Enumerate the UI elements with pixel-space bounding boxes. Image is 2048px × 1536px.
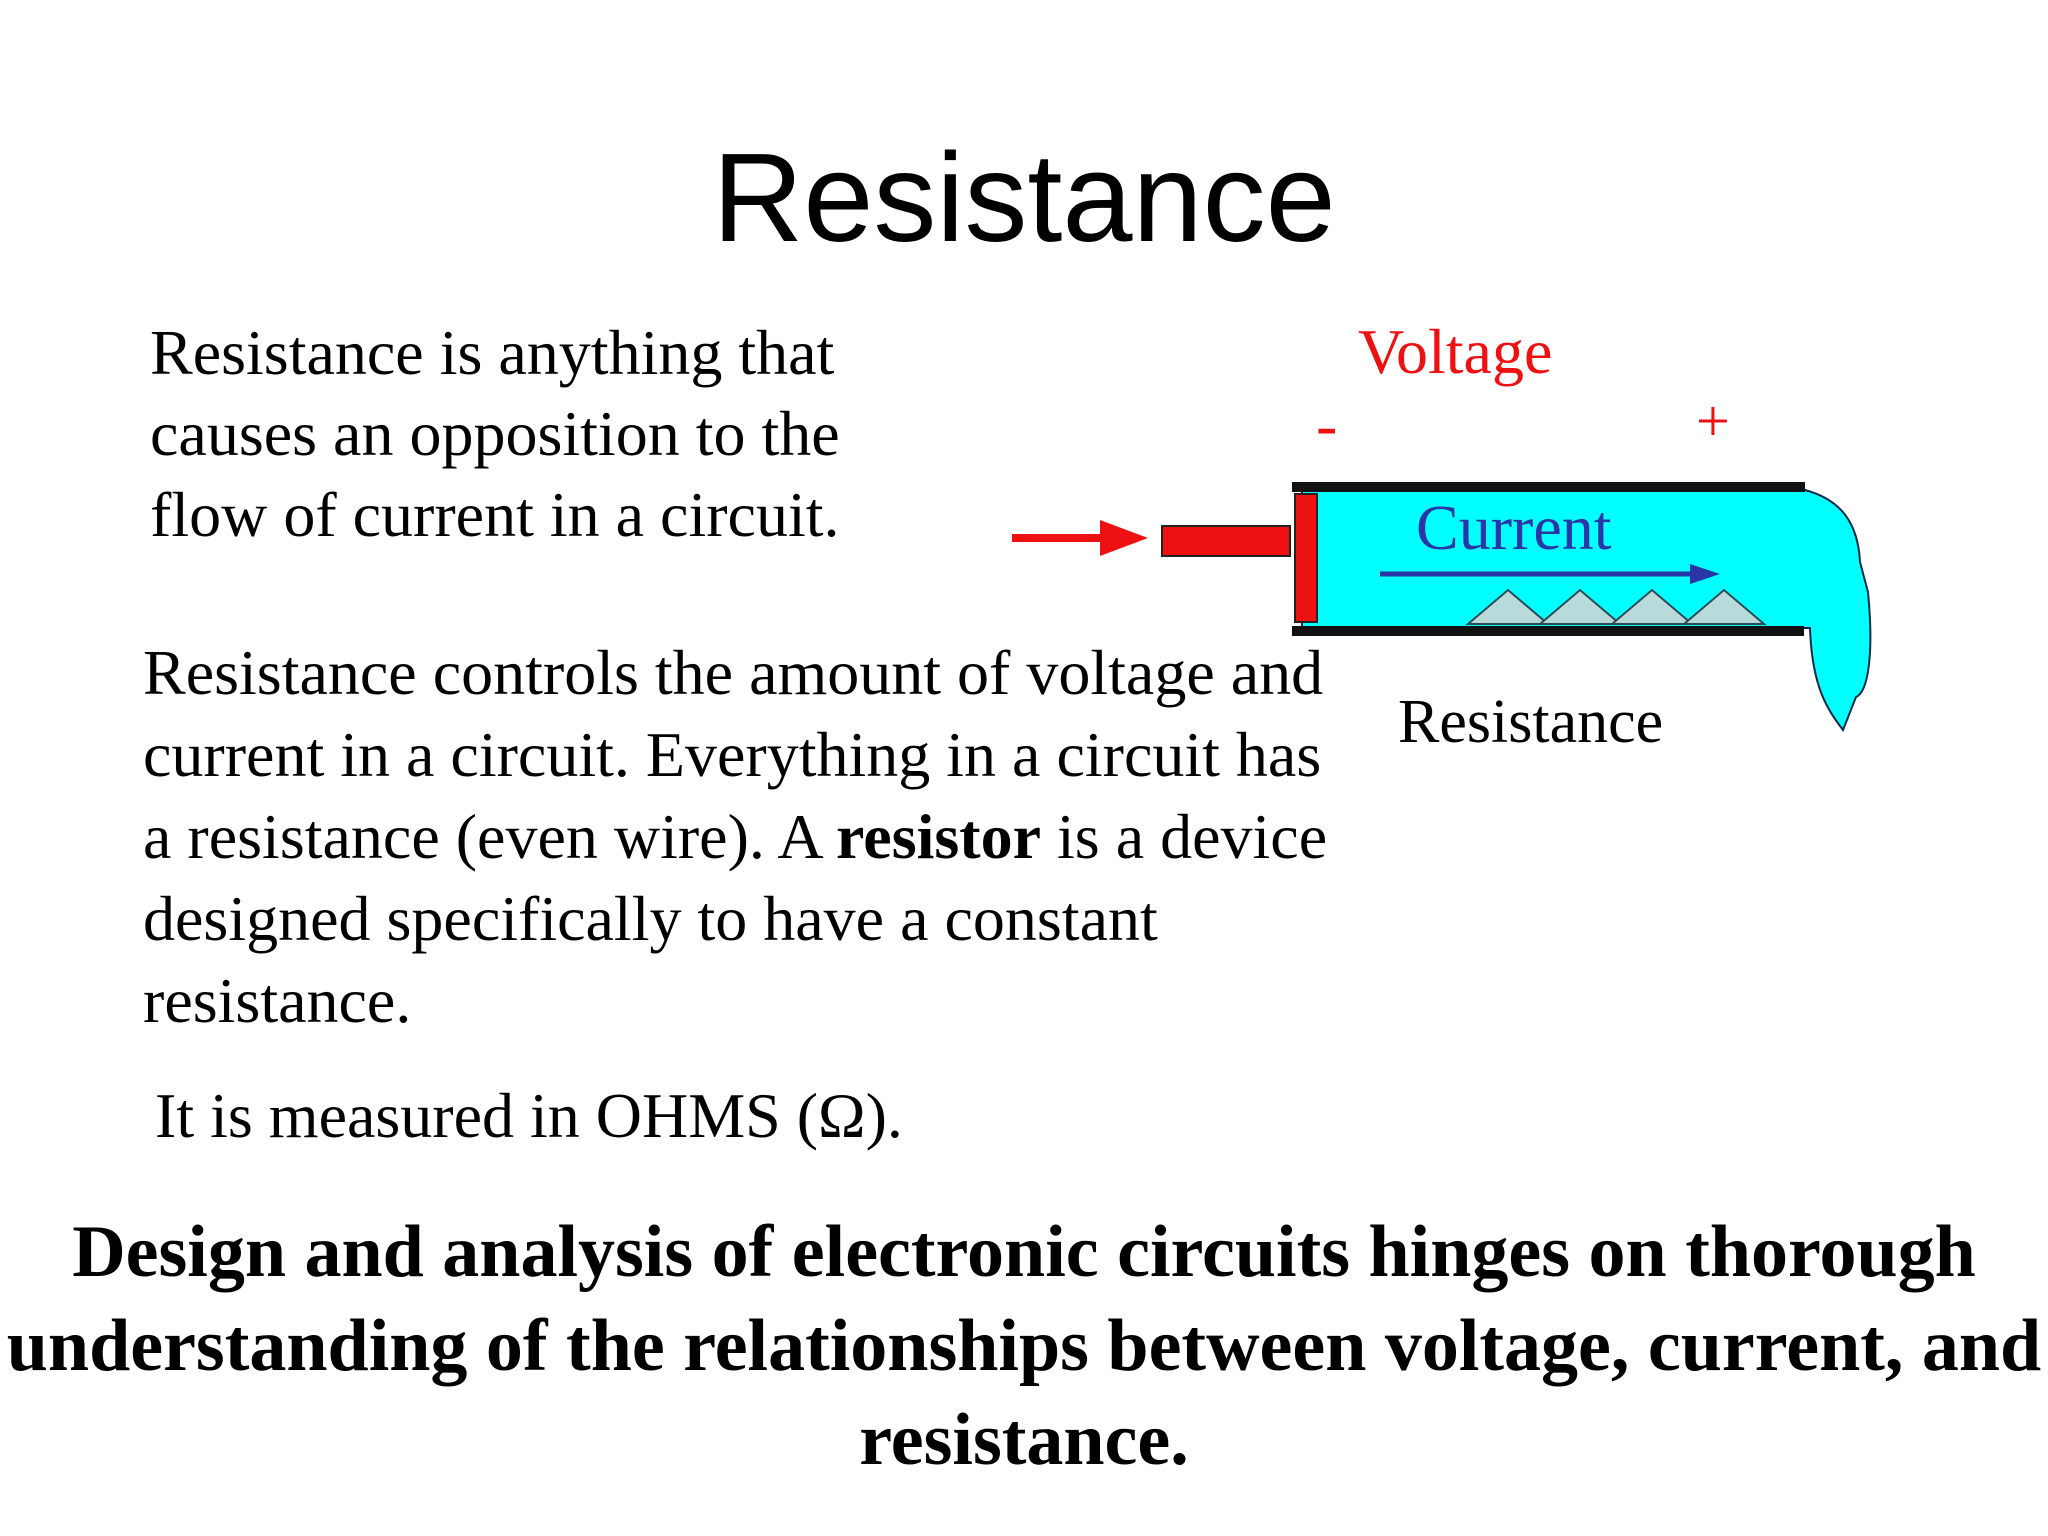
conclusion-text: Design and analysis of electronic circui… <box>6 1211 2042 1481</box>
resistance-teeth <box>1465 588 1767 625</box>
voltage-label: Voltage <box>1358 316 1553 387</box>
tube-bottom-wall <box>1292 626 1804 636</box>
current-arrow-head <box>1690 564 1720 584</box>
controls-text-end: is a device designed specifically to hav… <box>143 801 1328 1036</box>
resistance-diagram-drawing <box>1012 482 1872 733</box>
resistor-term: resistor <box>836 801 1041 872</box>
force-arrow-head <box>1100 520 1148 556</box>
resistance-controls-text: Resistance controls the amount of voltag… <box>143 632 1343 1042</box>
tube-top-wall <box>1292 482 1805 492</box>
piston-head <box>1294 493 1318 623</box>
resistance-diagram: Voltage - + Current Resistance <box>990 300 1910 760</box>
resistance-label: Resistance <box>1398 688 1664 756</box>
minus-sign: - <box>1316 389 1338 460</box>
definition-text: Resistance is anything that causes an op… <box>150 317 840 550</box>
ohms-text: It is measured in OHMS (Ω). <box>155 1080 903 1151</box>
piston-rod <box>1161 525 1291 557</box>
plus-sign: + <box>1696 388 1730 454</box>
current-label: Current <box>1416 492 1612 563</box>
slide-title: Resistance <box>712 127 1336 268</box>
controls-text-start: Resistance controls the amount of voltag… <box>143 637 1324 872</box>
